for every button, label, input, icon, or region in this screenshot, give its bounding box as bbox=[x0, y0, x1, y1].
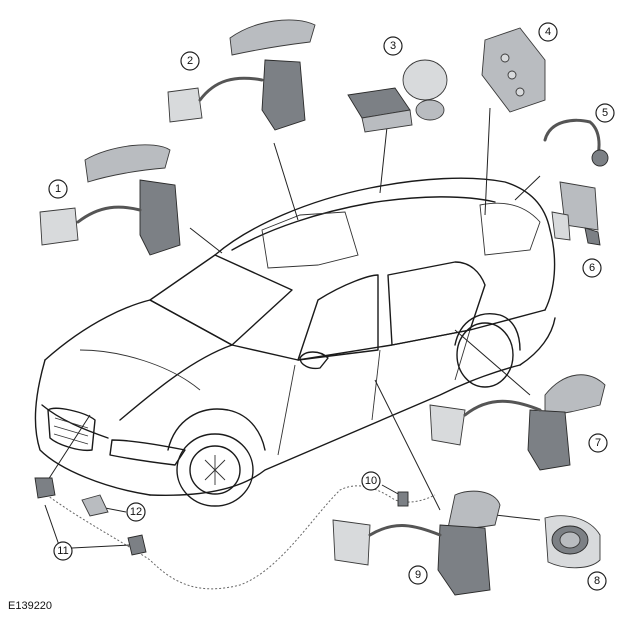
callout-5: 5 bbox=[595, 103, 615, 123]
component-6-module-bracket bbox=[551, 181, 601, 246]
leader-lines bbox=[44, 107, 541, 549]
component-4-control-module bbox=[481, 27, 546, 113]
svg-text:7: 7 bbox=[595, 437, 601, 449]
component-8-ignition-button bbox=[544, 515, 601, 569]
component-9-door-latch-assembly bbox=[332, 490, 501, 596]
callout-7: 7 bbox=[588, 433, 608, 453]
svg-text:12: 12 bbox=[130, 506, 142, 518]
callout-10: 10 bbox=[361, 471, 381, 491]
component-10-harness-connector bbox=[397, 491, 409, 507]
callout-12: 12 bbox=[126, 502, 146, 522]
component-1-door-latch-assembly bbox=[39, 144, 181, 256]
svg-text:11: 11 bbox=[57, 545, 68, 557]
callout-8: 8 bbox=[587, 571, 607, 591]
callout-11: 11 bbox=[53, 541, 73, 561]
svg-text:9: 9 bbox=[415, 569, 421, 581]
component-11-sensor-pair bbox=[34, 477, 147, 556]
component-2-door-latch-assembly bbox=[167, 19, 316, 131]
component-3-roof-module bbox=[347, 59, 448, 133]
figure-reference-code: E139220 bbox=[8, 600, 53, 612]
svg-text:6: 6 bbox=[589, 262, 595, 274]
svg-text:2: 2 bbox=[187, 55, 193, 67]
component-7-door-latch-assembly bbox=[429, 374, 606, 471]
callout-3: 3 bbox=[383, 36, 403, 56]
svg-text:3: 3 bbox=[390, 40, 396, 52]
callout-4: 4 bbox=[538, 22, 558, 42]
svg-text:4: 4 bbox=[545, 26, 551, 38]
svg-text:10: 10 bbox=[365, 475, 377, 487]
component-5-cable-sensor bbox=[543, 118, 609, 167]
component-12-connector-bracket bbox=[81, 494, 109, 517]
callout-6: 6 bbox=[582, 258, 602, 278]
svg-text:8: 8 bbox=[594, 575, 600, 587]
callout-2: 2 bbox=[180, 51, 200, 71]
wiring-harness bbox=[39, 485, 436, 590]
svg-text:1: 1 bbox=[55, 183, 61, 195]
callout-9: 9 bbox=[408, 565, 428, 585]
svg-text:5: 5 bbox=[602, 107, 608, 119]
vehicle-body bbox=[34, 177, 556, 507]
callout-1: 1 bbox=[48, 179, 68, 199]
